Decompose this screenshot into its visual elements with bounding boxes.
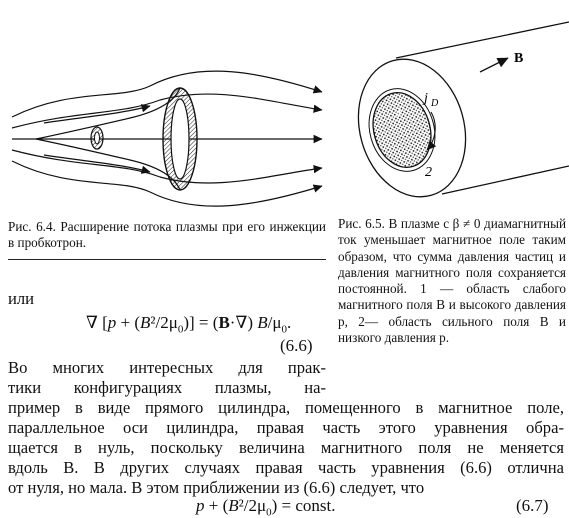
paragraph-line-3: пример в виде прямого цилиндра, помещенн…	[8, 398, 564, 417]
equation-6-7-number: (6.7)	[516, 496, 549, 515]
current-subscript: D	[430, 98, 439, 109]
figure-6-5-diagram: B j D 1 2	[357, 21, 569, 198]
paragraph-line-1: Во многих интересных для прак-	[8, 358, 326, 377]
paragraph-line-5: щается в нуль, поскольку величина магнит…	[8, 438, 564, 457]
region-2-label: 2	[425, 165, 432, 180]
field-label: B	[514, 51, 523, 66]
equation-6-7: p + (B²/2μ0) = const.	[196, 496, 336, 518]
figure-6-4-caption: Рис. 6.4. Расширение потока плазмы при е…	[8, 219, 326, 250]
current-label: j	[422, 91, 428, 106]
figure-6-5-caption: Рис. 6.5. В плазме с β ≠ 0 диамагнитный …	[338, 216, 566, 346]
word-ili: или	[8, 289, 35, 308]
equation-6-6: ∇ [p + (B²/2μ0)] = (B·∇) B/μ0.	[86, 313, 292, 336]
region-1-label: 1	[396, 104, 403, 119]
separator-rule	[8, 259, 326, 260]
equation-6-6-number: (6.6)	[280, 336, 313, 355]
paragraph-line-4: параллельное оси цилиндра, правая часть …	[8, 418, 564, 437]
paragraph-line-7: от нуля, но мала. В этом приближении из …	[8, 478, 425, 497]
paragraph-line-6: вдоль B. В других случаях правая часть у…	[8, 458, 564, 477]
figure-6-4-diagram	[11, 70, 323, 207]
paragraph-line-2: тики конфигурациях плазмы, на-	[8, 378, 326, 397]
